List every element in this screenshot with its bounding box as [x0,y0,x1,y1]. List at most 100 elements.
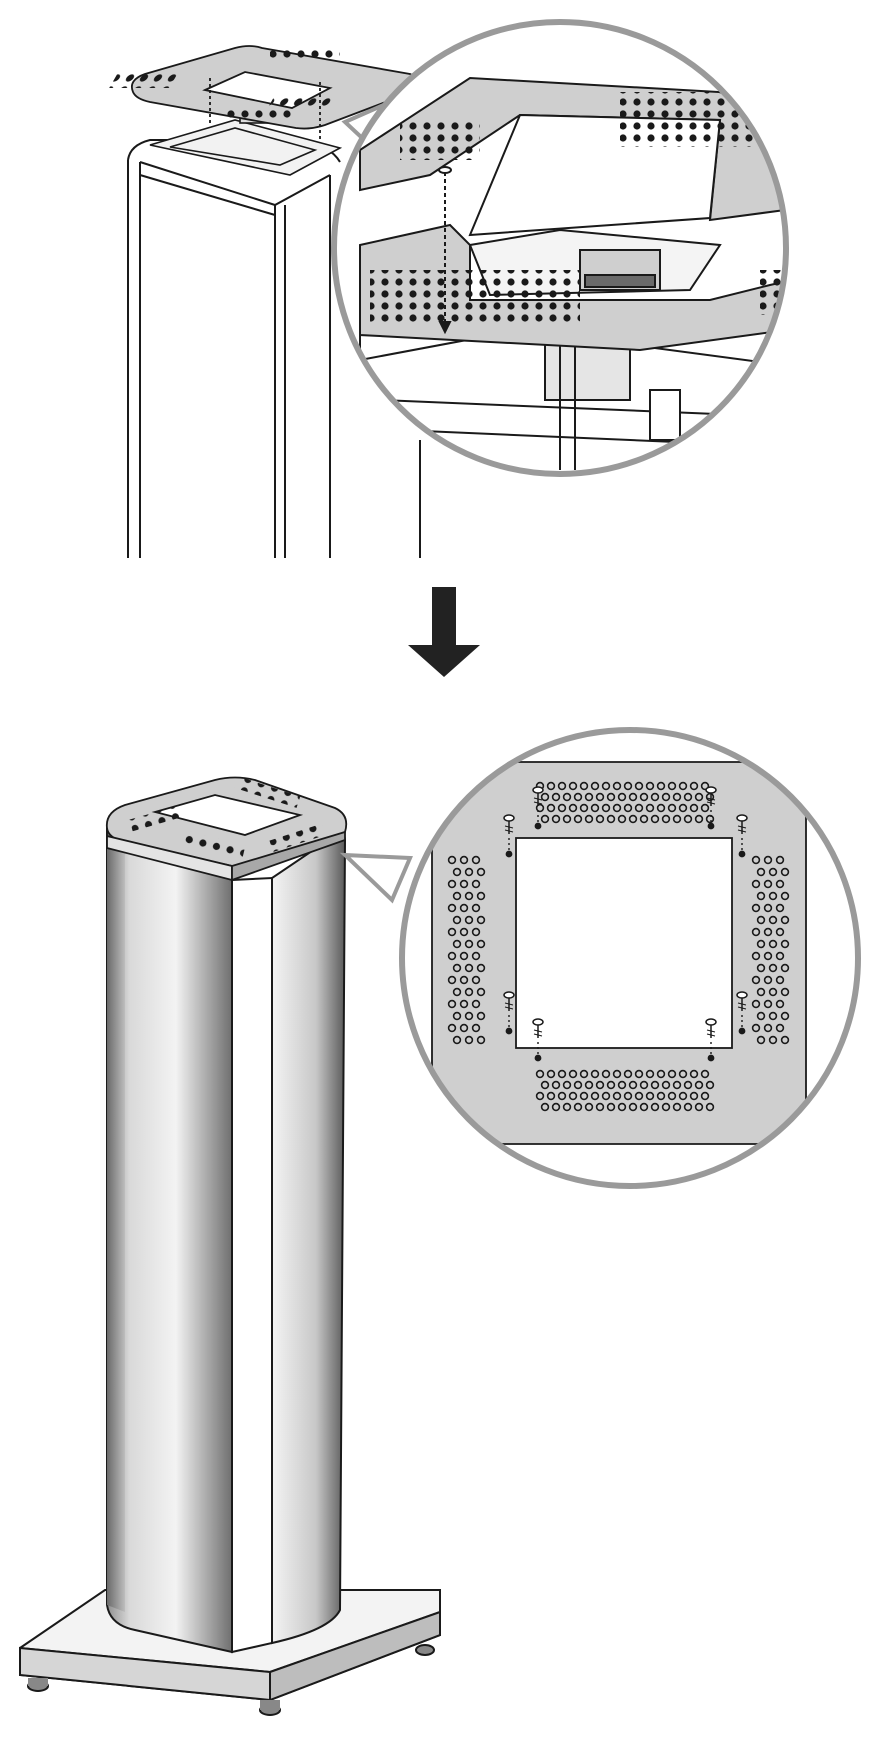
plate-hole [568,1069,578,1079]
plate-hole [667,1091,677,1101]
screws [503,786,748,1062]
plate-hole [683,1080,693,1090]
plate-hole [700,1091,710,1101]
plate-hole [780,1011,790,1021]
plate-hole [447,975,457,985]
plate-hole [763,855,773,865]
plate-hole [459,975,469,985]
plate-hole [689,1091,699,1101]
screw-icon [532,1018,544,1062]
plate-hole [557,1091,567,1101]
plate-hole [780,987,790,997]
plate-hole [476,963,486,973]
plate-hole [606,1102,616,1112]
plate-hole [606,1080,616,1090]
plate-hole [645,803,655,813]
plate-hole [780,963,790,973]
step-2-plate-installed [19,727,861,1716]
plate-hole [763,975,773,985]
plate-hole [645,781,655,791]
plate-hole [763,1023,773,1033]
plate-hole [471,999,481,1009]
plate-hole [590,1069,600,1079]
plate-hole [464,939,474,949]
plate-hole [447,903,457,913]
plate-hole [459,927,469,937]
plate-hole [667,1069,677,1079]
plate-hole [464,1035,474,1045]
plate-hole [751,879,761,889]
plate-hole [464,963,474,973]
plate-hole [551,814,561,824]
plate-hole [768,867,778,877]
plate-hole [612,781,622,791]
plate-hole [557,803,567,813]
plate-hole [763,951,773,961]
plate-hole [751,855,761,865]
plate-hole [700,1069,710,1079]
plate-hole [464,891,474,901]
plate-hole [471,975,481,985]
callout-pointer-2 [339,852,413,904]
plate-hole [573,1102,583,1112]
plate-hole [557,781,567,791]
plate-hole [546,803,556,813]
plate-hole [678,1069,688,1079]
plate-hole [705,1080,715,1090]
plate-hole [595,814,605,824]
plate-hole [656,1069,666,1079]
plate-hole [590,803,600,813]
plate-hole [683,814,693,824]
plate-hole [590,1091,600,1101]
screw-icon [705,786,717,830]
plate-hole [452,867,462,877]
plate-hole [476,987,486,997]
plate-hole [452,939,462,949]
plate-hole [546,781,556,791]
plate-hole [590,781,600,791]
plate-hole [656,781,666,791]
plate-hole [584,1102,594,1112]
plate-hole [751,927,761,937]
plate-hole [650,792,660,802]
plate-hole [700,781,710,791]
plate-hole [579,803,589,813]
plate-hole [650,1102,660,1112]
plate-hole [775,999,785,1009]
plate-hole [751,1023,761,1033]
plate-hole [768,939,778,949]
plate-hole [612,1069,622,1079]
plate-hole [579,1069,589,1079]
plate-hole [628,1102,638,1112]
plate-hole [705,814,715,824]
plate-hole [568,1091,578,1101]
plate-hole [775,855,785,865]
plate-hole [756,963,766,973]
plate-hole [459,903,469,913]
plate-hole [476,891,486,901]
plate-hole [756,1035,766,1045]
plate-hole [601,1091,611,1101]
plate-hole [540,814,550,824]
plate-hole [447,951,457,961]
plate-hole [689,1069,699,1079]
plate-hole [689,781,699,791]
plate-hole [768,891,778,901]
plate-hole [775,879,785,889]
plate-hole [612,1091,622,1101]
plate-hole [595,1102,605,1112]
plate-holes [447,781,790,1112]
plate-hole [775,951,785,961]
plate-hole [780,939,790,949]
plate-hole [471,951,481,961]
plate-hole [650,1080,660,1090]
plate-hole [768,987,778,997]
plate-hole [464,987,474,997]
plate-hole [661,1102,671,1112]
plate-hole [471,879,481,889]
plate-hole [751,951,761,961]
plate-hole [606,792,616,802]
plate-hole [694,1080,704,1090]
